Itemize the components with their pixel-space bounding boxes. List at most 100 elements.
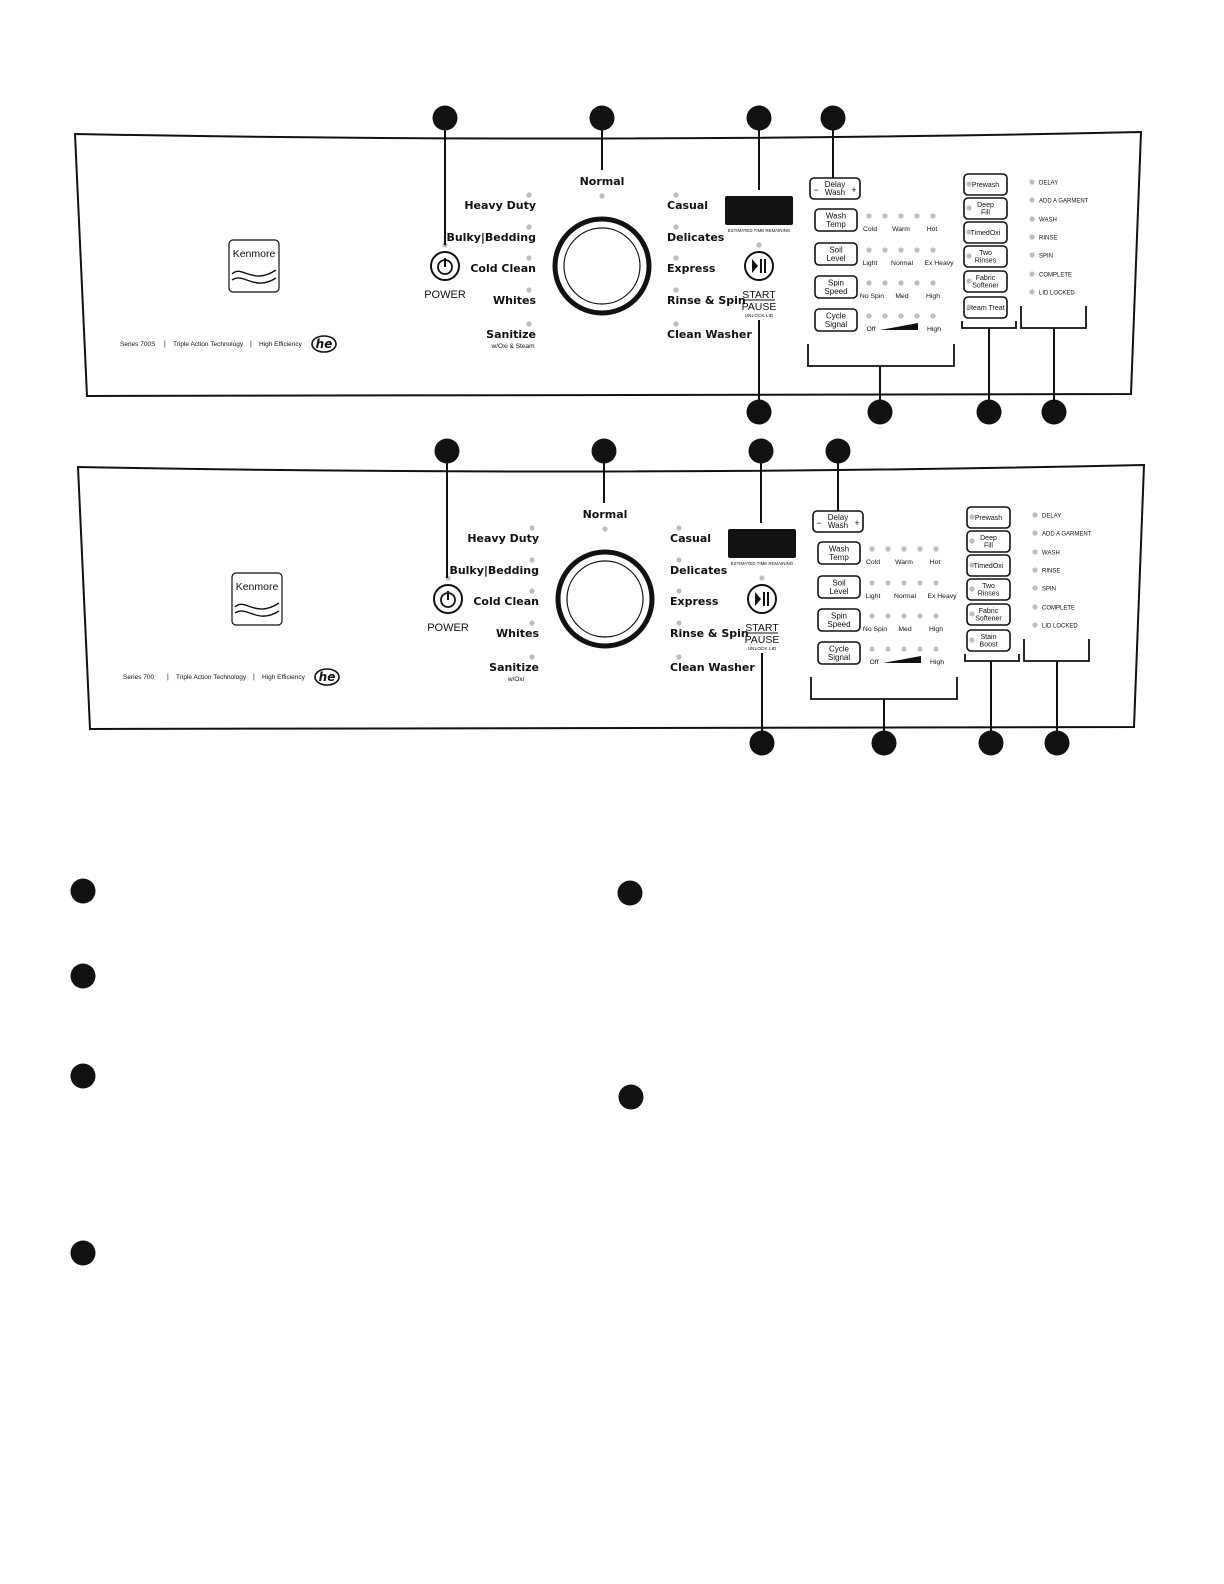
cycle-selector-knob[interactable] <box>555 549 655 649</box>
option-button-two-rinses-label: Two <box>979 250 992 257</box>
option-button-timedoxi[interactable]: TimedOxi <box>966 554 1011 577</box>
setting-option-label: Ex Heavy <box>927 593 957 600</box>
setting-button-cycle-signal-label: Cycle <box>829 645 850 654</box>
setting-button-cycle-signal-frame <box>814 308 858 332</box>
separator: | <box>164 341 166 348</box>
logo-wave <box>234 602 280 610</box>
legend-marker <box>70 963 96 989</box>
setting-option-label: High <box>927 326 941 333</box>
status-label: WASH <box>1039 217 1057 223</box>
cycle-dot <box>673 321 679 327</box>
option-button-timedoxi-label: TimedOxi <box>971 230 1001 237</box>
cycle-dot <box>673 287 679 293</box>
knob-inner-ring <box>563 227 641 305</box>
setting-level-dot <box>869 580 875 586</box>
delay-wash-frame <box>809 177 861 200</box>
pause-glyph <box>764 259 766 273</box>
option-button-deep-fill-label: Deep <box>977 202 994 209</box>
plus-icon: + <box>851 185 856 195</box>
setting-option-label: Warm <box>892 226 910 233</box>
setting-level-dot <box>882 313 888 319</box>
power-label: POWER <box>424 289 466 301</box>
cycle-label: Rinse & Spin <box>667 294 746 307</box>
start-label: START <box>745 622 779 634</box>
setting-option-label: Normal <box>894 593 916 600</box>
callout-marker <box>746 399 772 425</box>
power-label: POWER <box>427 622 469 634</box>
setting-level-dot <box>885 646 891 652</box>
setting-level-dot <box>866 280 872 286</box>
option-button-prewash[interactable]: Prewash <box>963 173 1008 196</box>
setting-button-spin-speed-frame <box>814 275 858 299</box>
cycle-dot <box>526 255 532 261</box>
callout-marker <box>434 438 460 464</box>
setting-option-label: High <box>926 293 940 300</box>
callout-marker <box>748 438 774 464</box>
setting-button-wash-temp-label: Temp <box>829 553 849 562</box>
option-button-two-rinses-label: Rinses <box>975 258 997 265</box>
status-label: DELAY <box>1039 180 1058 186</box>
he-logo-text: he <box>316 337 333 351</box>
option-button-steam treat[interactable]: Steam Treat <box>963 296 1008 319</box>
setting-option-label: Cold <box>866 559 880 566</box>
play-glyph <box>755 592 761 606</box>
setting-button-soil-level-frame <box>817 575 861 599</box>
status-light-dot <box>1032 512 1038 518</box>
setting-button-spin-speed-label: Speed <box>827 620 850 629</box>
knob-outer-ring <box>552 216 652 316</box>
status-light-dot <box>1032 585 1038 591</box>
feature-text: High Efficiency <box>259 341 303 348</box>
power-button[interactable]: POWER <box>424 242 466 301</box>
status-label: DELAY <box>1042 513 1061 519</box>
cycle-label: Whites <box>493 294 536 307</box>
setting-level-dot <box>917 613 923 619</box>
cycle-dot <box>673 255 679 261</box>
plus-icon: + <box>854 518 859 528</box>
option-indicator-dot <box>969 611 975 617</box>
option-button-timedoxi[interactable]: TimedOxi <box>963 221 1008 244</box>
cycle-selector-knob[interactable] <box>552 216 652 316</box>
setting-button-soil-level-label: Level <box>829 587 848 596</box>
option-button-timedoxi-frame <box>963 221 1008 244</box>
he-logo-text: he <box>319 670 336 684</box>
setting-button-spin-speed-frame <box>817 608 861 632</box>
setting-option-label: Cold <box>863 226 877 233</box>
brand-logo: Kenmore <box>228 239 280 293</box>
callout-marker <box>1041 399 1067 425</box>
setting-level-dot <box>869 646 875 652</box>
logo-wave <box>234 610 280 617</box>
status-light-dot <box>1032 549 1038 555</box>
cycle-dot <box>599 193 605 199</box>
option-button-two-rinses-frame <box>966 578 1011 601</box>
setting-level-dot <box>914 280 920 286</box>
status-light-dot <box>1029 197 1035 203</box>
signal-volume-ramp <box>883 656 921 663</box>
option-button-stain-boost-label: Boost <box>980 642 998 649</box>
play-pause-icon <box>744 251 774 281</box>
cycle-normal-label: Normal <box>583 508 628 521</box>
status-label: RINSE <box>1042 568 1060 574</box>
setting-level-dot <box>885 613 891 619</box>
option-button-prewash[interactable]: Prewash <box>966 506 1011 529</box>
option-indicator-dot <box>966 229 972 235</box>
option-button-two-rinses-frame <box>963 245 1008 268</box>
